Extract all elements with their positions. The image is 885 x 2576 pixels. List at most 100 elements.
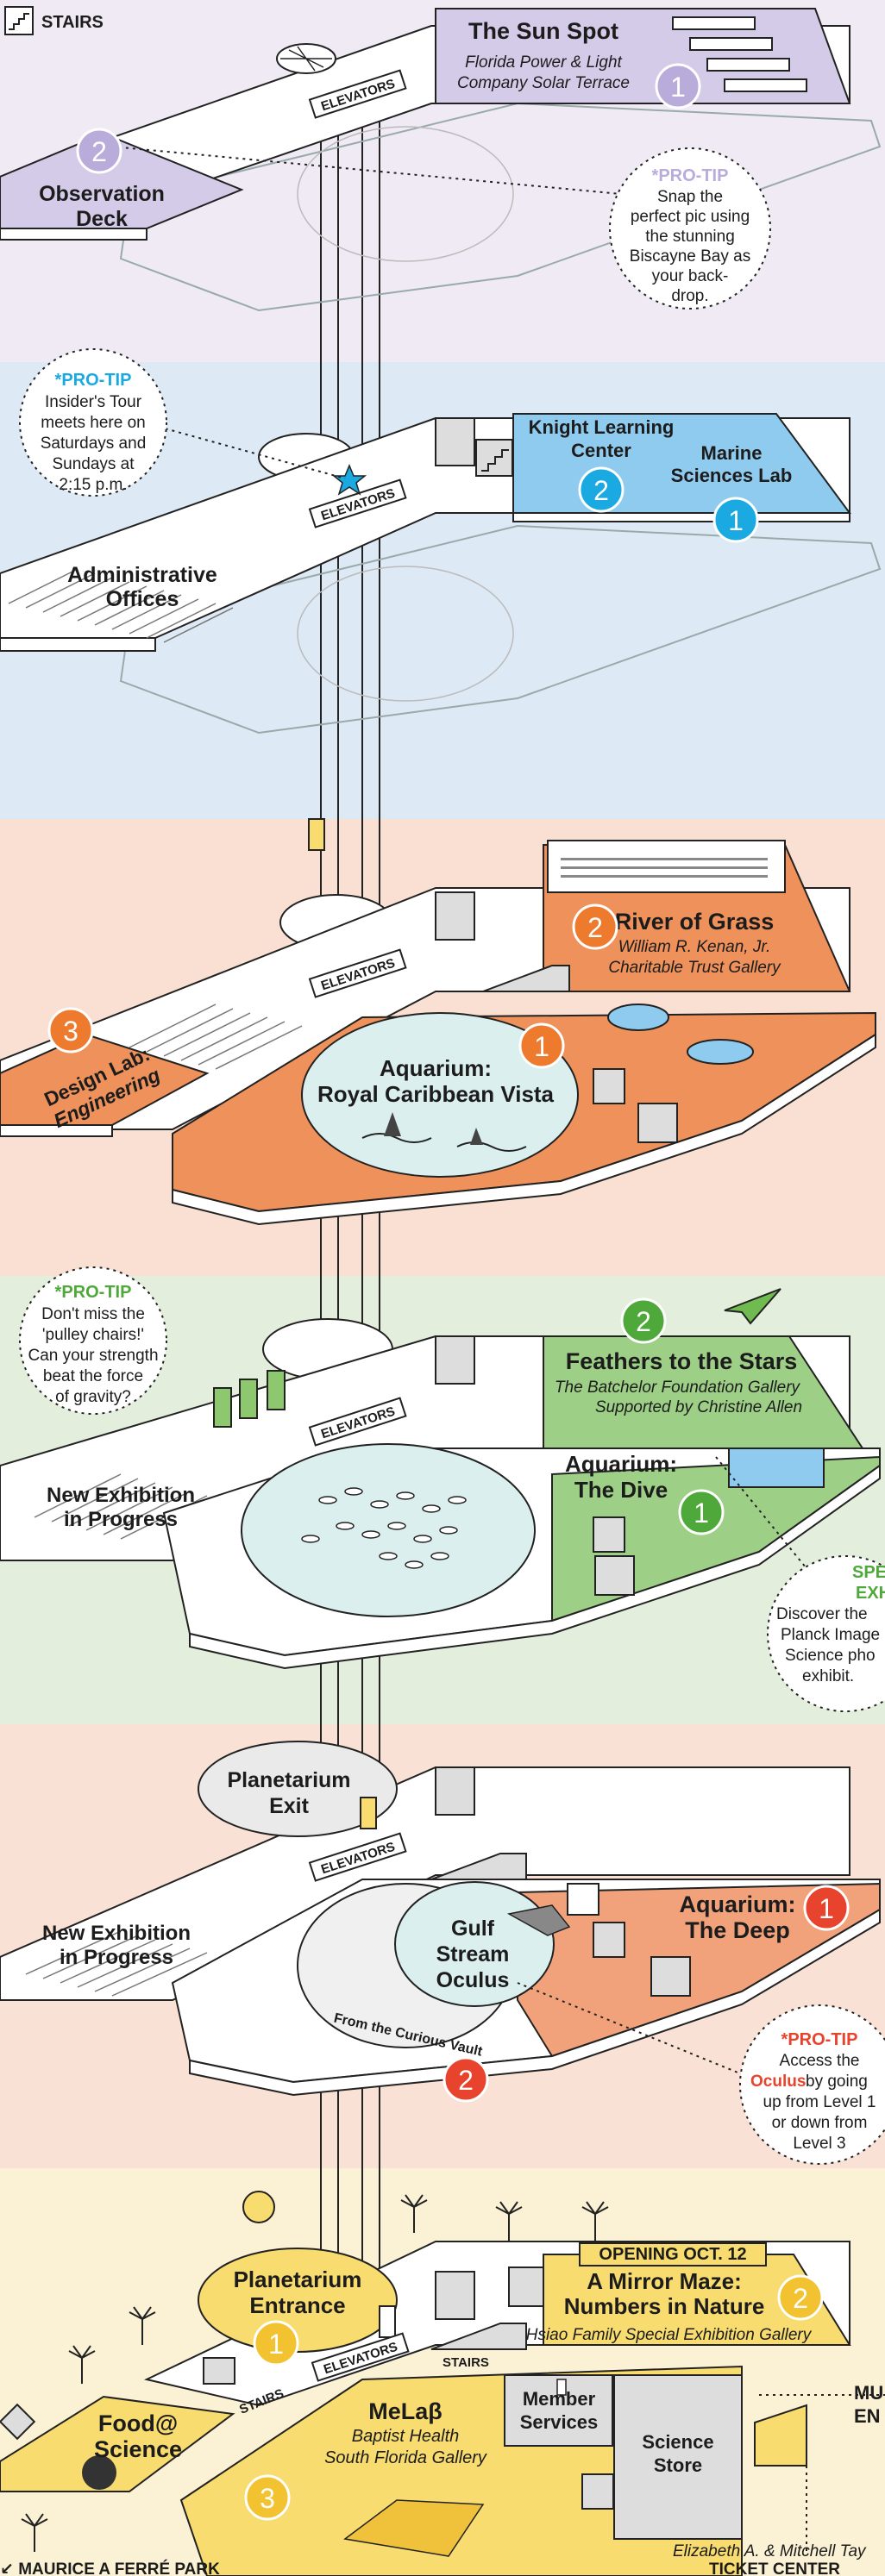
deep-line1: Aquarium: xyxy=(680,1891,796,1917)
level6: ELEVATORS xyxy=(0,8,882,312)
feathers-number-badge xyxy=(620,1297,667,1344)
paper-plane-icon xyxy=(724,1288,781,1325)
oculus-line2: Stream xyxy=(436,1942,510,1966)
level2-protip-bubble xyxy=(739,2004,885,2165)
level6-protip-line-0: Snap the xyxy=(657,188,723,206)
sun-spot-number-badge xyxy=(655,63,701,109)
special-line-3: exhibit. xyxy=(802,1667,854,1685)
level6-protip-line-1: perfect pic using xyxy=(631,208,750,226)
stairs-legend: STAIRS xyxy=(4,6,104,35)
level5-protip-bubble xyxy=(19,348,167,497)
level2-protip-line-0: up from Level 1 xyxy=(763,2093,876,2111)
dive-tank xyxy=(241,1443,536,1617)
food-line1: Food@ xyxy=(98,2410,178,2436)
planetarium-entrance-number-badge xyxy=(253,2320,299,2367)
museum-entrance-line1: MU xyxy=(854,2382,883,2404)
level1: ELEVATORS xyxy=(0,2191,885,2576)
level3-protip-line-0: Don't miss the xyxy=(41,1305,145,1323)
river-number: 2 xyxy=(587,912,603,943)
store-line1: Science xyxy=(642,2431,713,2453)
river-number-badge xyxy=(572,903,618,950)
admin-line1: Administrative xyxy=(67,563,217,587)
special-heading-1: SPECIAL xyxy=(852,1563,885,1582)
vista-line2: Royal Caribbean Vista xyxy=(317,1081,555,1107)
vista-number: 1 xyxy=(534,1031,549,1062)
level2-new-exhibit-line1: New Exhibition xyxy=(42,1922,191,1945)
sun-spot-number: 1 xyxy=(670,72,686,103)
level6-protip-line-3: Biscayne Bay as xyxy=(630,247,750,266)
feathers-title: Feathers to the Stars xyxy=(566,1348,798,1374)
level2-protip-line-2: Level 3 xyxy=(793,2135,845,2153)
stairs-label-1: STAIRS xyxy=(442,2355,489,2370)
level6-protip-bubble xyxy=(609,147,771,309)
vista-line1: Aquarium: xyxy=(380,1055,492,1081)
melab-number-badge xyxy=(244,2474,291,2521)
member-line1: Member xyxy=(523,2388,596,2410)
planetarium-exit-line2: Exit xyxy=(269,1794,310,1818)
observation-number-badge xyxy=(76,128,122,174)
marine-number: 1 xyxy=(728,505,744,536)
level6-protip-heading: *PRO-TIP xyxy=(652,166,729,185)
river-subtitle-1: William R. Kenan, Jr. xyxy=(618,938,771,956)
special-line-1: Planck Image xyxy=(781,1626,880,1644)
level2: ELEVATORS xyxy=(0,1741,881,2097)
level5-protip-line-2: Saturdays and xyxy=(41,435,147,453)
level3-protip-heading: *PRO-TIP xyxy=(55,1283,132,1302)
special-heading-2: EXHIBIT xyxy=(856,1584,885,1603)
level2-protip-line-1: or down from xyxy=(772,2114,868,2132)
feathers-number: 2 xyxy=(636,1306,651,1337)
deep-number: 1 xyxy=(819,1893,834,1924)
shark-icon xyxy=(506,1904,571,1936)
science-store-box[interactable] xyxy=(613,2374,743,2540)
planetarium-exit-dome[interactable] xyxy=(198,1741,398,1837)
river-title: River of Grass xyxy=(615,909,775,935)
level3-new-exhibit-line1: New Exhibition xyxy=(47,1484,195,1507)
food-area[interactable] xyxy=(0,2395,235,2492)
knight-line2: Center xyxy=(571,440,631,461)
dive-line1: Aquarium: xyxy=(565,1451,677,1477)
design-lab-number: 3 xyxy=(63,1016,78,1047)
mirror-maze-line2: Numbers in Nature xyxy=(564,2293,765,2319)
mirror-maze-subtitle: Hsiao Family Special Exhibition Gallery xyxy=(526,2326,813,2344)
oculus-line3: Oculus xyxy=(436,1968,510,1992)
level5-protip-line-4: 2:15 p.m. xyxy=(59,476,127,494)
fork-knife-icon xyxy=(82,2455,116,2490)
dive-number: 1 xyxy=(694,1497,709,1529)
level2-protip-oculus: Oculus xyxy=(750,2073,806,2091)
knight-number: 2 xyxy=(593,475,609,506)
melab-number: 3 xyxy=(260,2483,275,2514)
marine-number-badge xyxy=(712,497,759,543)
vault-number: 2 xyxy=(458,2065,474,2096)
planetarium-exit-line1: Planetarium xyxy=(227,1768,350,1792)
store-line2: Store xyxy=(654,2454,702,2476)
level3-protip-line-3: beat the force xyxy=(43,1367,143,1385)
level5-protip-line-0: Insider's Tour xyxy=(45,393,142,411)
opening-label: OPENING OCT. 12 xyxy=(599,2245,746,2264)
sun-spot-subtitle-1: Florida Power & Light xyxy=(465,53,622,72)
river-subtitle-2: Charitable Trust Gallery xyxy=(608,959,781,977)
level3-protip-line-2: Can your strength xyxy=(28,1347,158,1365)
knight-line1: Knight Learning xyxy=(529,416,675,438)
tour-star-icon xyxy=(331,464,367,496)
member-line2: Services xyxy=(520,2411,599,2433)
deep-number-badge xyxy=(803,1885,850,1931)
stairs-legend-label: STAIRS xyxy=(41,13,104,32)
level5-protip-line-3: Sundays at xyxy=(52,455,135,473)
oculus-line1: Gulf xyxy=(451,1916,495,1941)
level5-protip-line-1: meets here on xyxy=(41,414,145,432)
level2-new-exhibit-line2: in Progress xyxy=(60,1946,173,1969)
observation-number: 2 xyxy=(91,136,107,167)
vista-number-badge xyxy=(518,1022,565,1069)
special-line-2: Science pho xyxy=(785,1647,876,1665)
feathers-subtitle-1: The Batchelor Foundation Gallery xyxy=(555,1379,801,1397)
planetarium-entrance-dome[interactable] xyxy=(198,2248,398,2353)
planetarium-ball-icon xyxy=(242,2191,275,2223)
observation-deck-line1: Observation xyxy=(39,182,165,206)
melab-subtitle-1: Baptist Health xyxy=(352,2427,460,2446)
dive-line2: The Dive xyxy=(574,1477,668,1503)
admin-line2: Offices xyxy=(106,587,179,611)
level2-protip-line2: by going xyxy=(806,2073,868,2091)
planetarium-entrance-line2: Entrance xyxy=(249,2292,345,2318)
museum-entrance-line2: EN xyxy=(854,2405,881,2427)
feathers-subtitle-2: Supported by Christine Allen xyxy=(595,1398,802,1416)
